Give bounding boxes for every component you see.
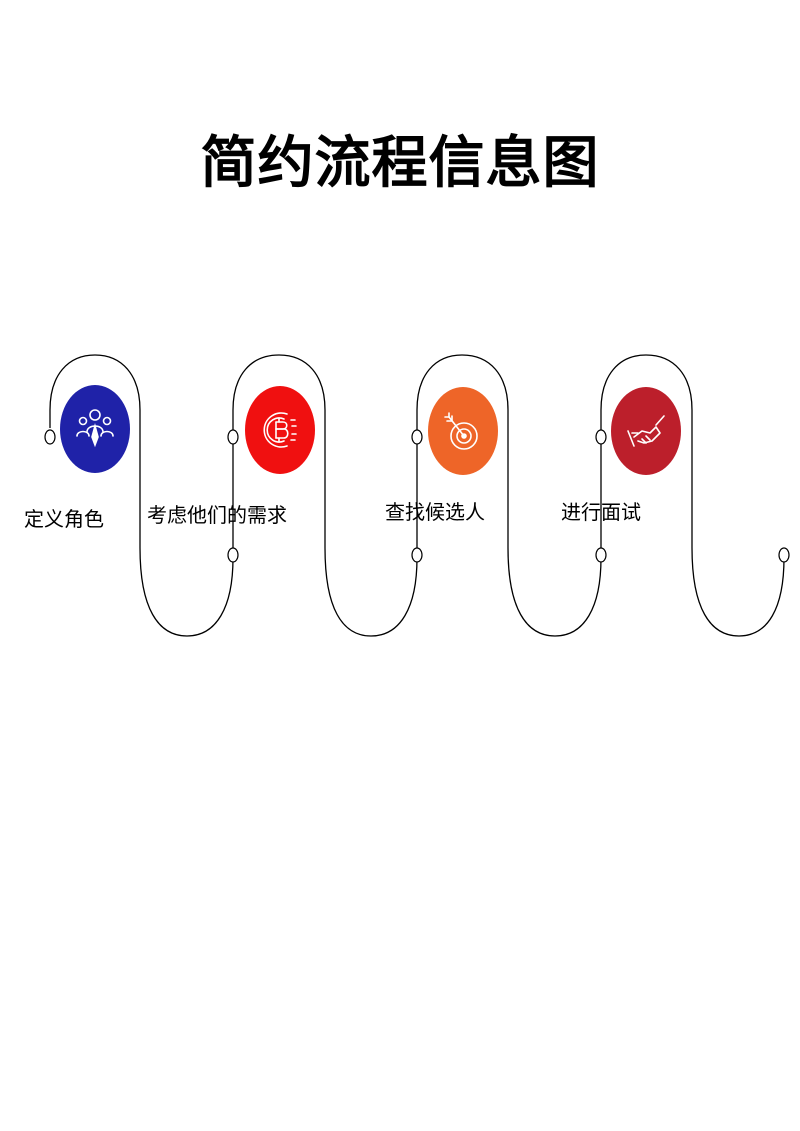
connector-end-cap: [595, 429, 607, 445]
step-label-3: 查找候选人: [385, 500, 485, 524]
step-node-2: [245, 386, 315, 474]
bitcoin-icon: [263, 412, 297, 448]
handshake-icon: [627, 415, 665, 447]
step-label-2: 考虑他们的需求: [147, 503, 287, 527]
target-icon: [444, 412, 478, 450]
step-node-1: [60, 385, 130, 473]
connector-end-cap: [411, 429, 423, 445]
connector-end-cap: [411, 547, 423, 563]
step-node-4: [611, 387, 681, 475]
page-title: 简约流程信息图: [200, 131, 600, 196]
connector-end-cap: [227, 547, 239, 563]
connector-end-cap: [778, 547, 790, 563]
team-icon: [76, 409, 114, 448]
connector-end-cap: [227, 429, 239, 445]
connector-end-cap: [44, 429, 56, 445]
step-label-4: 进行面试: [561, 500, 641, 524]
connector-end-cap: [595, 547, 607, 563]
step-label-1: 定义角色: [24, 507, 104, 531]
step-node-3: [428, 387, 498, 475]
